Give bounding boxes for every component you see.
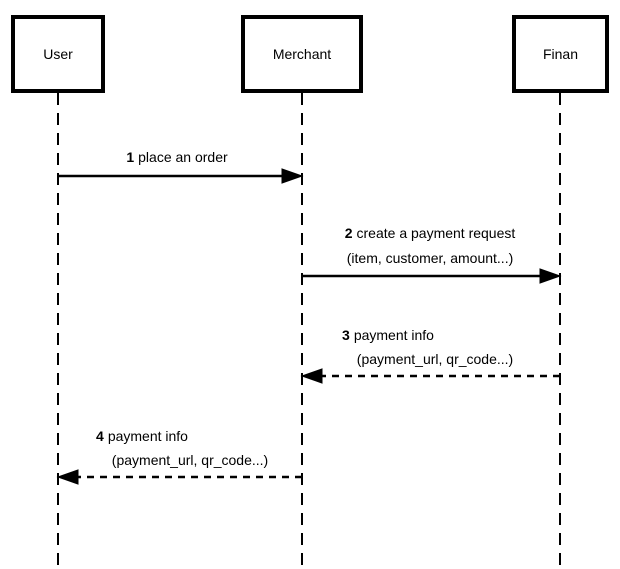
message-4-arrowhead-icon — [56, 469, 79, 485]
message-2-number: 2 — [344, 225, 353, 241]
message-1-arrowhead-icon — [281, 168, 304, 184]
message-3-params: (payment_url, qr_code...) — [356, 351, 514, 367]
message-4-arrow — [56, 469, 302, 485]
message-3-arrow — [300, 368, 560, 384]
message-4-number: 4 — [96, 428, 104, 444]
actor-box-finan: Finan — [512, 15, 609, 93]
message-4-text: payment info — [107, 428, 188, 444]
actor-box-merchant: Merchant — [241, 15, 363, 93]
actor-label-merchant: Merchant — [272, 46, 332, 62]
message-2-arrow — [302, 268, 562, 284]
message-3-arrowhead-icon — [300, 368, 323, 384]
message-2-arrowhead-icon — [539, 268, 562, 284]
message-3-number: 3 — [342, 327, 350, 343]
message-1-number: 1 — [126, 149, 135, 165]
message-2-text: create a payment request — [356, 225, 516, 241]
message-3-text: payment info — [353, 327, 434, 343]
message-2-params: (item, customer, amount...) — [346, 250, 514, 266]
actor-label-finan: Finan — [542, 46, 579, 62]
message-1-arrow — [58, 168, 304, 184]
actor-box-user: User — [11, 15, 105, 93]
actor-label-user: User — [43, 46, 73, 62]
message-1-text: place an order — [138, 149, 228, 165]
message-4-params: (payment_url, qr_code...) — [111, 452, 269, 468]
